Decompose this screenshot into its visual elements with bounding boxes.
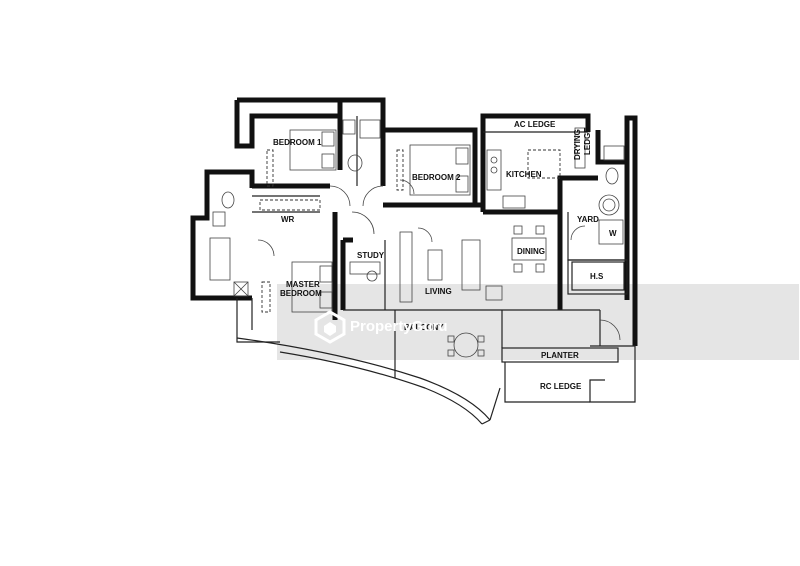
furniture <box>209 119 625 358</box>
label-yard: YARD <box>577 215 599 224</box>
label-ledge: LEDGE <box>583 127 592 155</box>
label-master-bedroom: BEDROOM <box>280 289 322 298</box>
label-wr: WR <box>281 215 295 224</box>
room-labels: BEDROOM 1 BEDROOM 2 KITCHEN AC LEDGE DRY… <box>273 120 617 391</box>
label-w: W <box>609 229 617 238</box>
label-hs: H.S <box>590 272 604 281</box>
interior-walls <box>251 100 628 330</box>
label-ac-ledge: AC LEDGE <box>514 120 556 129</box>
label-dining: DINING <box>517 247 545 256</box>
watermark: PropertyGuru <box>314 310 448 344</box>
label-kitchen: KITCHEN <box>506 170 542 179</box>
label-planter: PLANTER <box>541 351 579 360</box>
balcony-outline <box>236 309 619 425</box>
label-master: MASTER <box>286 280 320 289</box>
label-rc-ledge: RC LEDGE <box>540 382 582 391</box>
outer-walls <box>190 97 638 403</box>
label-drying: DRYING <box>573 129 582 160</box>
label-bedroom-1: BEDROOM 1 <box>273 138 322 147</box>
watermark-text: PropertyGuru <box>350 318 448 335</box>
label-balcony: BALCONY <box>404 323 444 332</box>
label-study: STUDY <box>357 251 385 260</box>
watermark-band <box>277 284 799 360</box>
label-bedroom-2: BEDROOM 2 <box>412 173 461 182</box>
doors <box>257 179 621 341</box>
propertyguru-logo-icon <box>314 310 346 344</box>
label-living: LIVING <box>425 287 452 296</box>
